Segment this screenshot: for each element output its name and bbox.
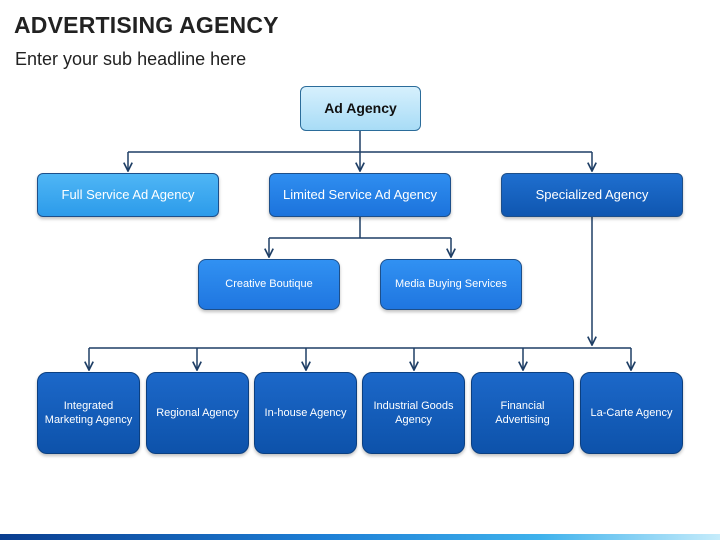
node-specialized: Specialized Agency bbox=[501, 173, 683, 217]
page-subtitle: Enter your sub headline here bbox=[15, 49, 247, 69]
node-regional: Regional Agency bbox=[146, 372, 249, 454]
node-financial-advertising: Financial Advertising bbox=[471, 372, 574, 454]
node-in-house: In-house Agency bbox=[254, 372, 357, 454]
node-media-buying: Media Buying Services bbox=[380, 259, 522, 310]
page-title: ADVERTISING AGENCY bbox=[14, 12, 279, 38]
node-creative-boutique: Creative Boutique bbox=[198, 259, 340, 310]
node-industrial-goods: Industrial Goods Agency bbox=[362, 372, 465, 454]
node-integrated-marketing: Integrated Marketing Agency bbox=[37, 372, 140, 454]
node-full-service: Full Service Ad Agency bbox=[37, 173, 219, 217]
root-node-ad-agency: Ad Agency bbox=[300, 86, 421, 131]
footer-gradient-bar bbox=[0, 534, 720, 540]
node-limited-service: Limited Service Ad Agency bbox=[269, 173, 451, 217]
node-la-carte: La-Carte Agency bbox=[580, 372, 683, 454]
